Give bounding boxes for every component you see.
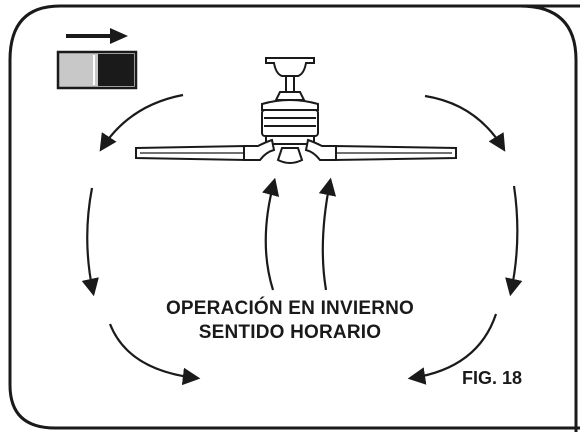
airflow-arrow-right-side xyxy=(505,185,523,297)
fan-blade-arm-left xyxy=(243,138,276,161)
fan-blade-arm-right xyxy=(304,138,337,161)
fan-motor-housing xyxy=(261,99,319,111)
fan-downrod xyxy=(285,75,295,93)
figure-title-line2: SENTIDO HORARIO xyxy=(198,322,382,343)
fan-light-kit xyxy=(276,147,304,164)
frame-border xyxy=(8,4,580,430)
airflow-arrow-bottom-left xyxy=(108,323,201,386)
airflow-arrow-bottom-right xyxy=(407,313,498,385)
airflow-arrow-center-right xyxy=(318,177,337,291)
airflow-arrow-top-left xyxy=(99,93,184,152)
airflow-arrow-top-right xyxy=(424,94,506,152)
figure-title-line1: OPERACIÓN EN INVIERNO xyxy=(165,298,415,319)
figure-label: FIG. 18 xyxy=(461,368,522,388)
airflow-arrows xyxy=(81,93,523,386)
ceiling-fan-illustration xyxy=(135,57,457,164)
fan-canopy xyxy=(265,57,315,77)
frame-right-corner xyxy=(519,4,578,432)
switch-knob xyxy=(98,54,134,86)
airflow-arrow-center-left xyxy=(262,177,280,291)
airflow-arrow-left-side xyxy=(81,187,99,297)
direction-switch xyxy=(56,28,138,90)
